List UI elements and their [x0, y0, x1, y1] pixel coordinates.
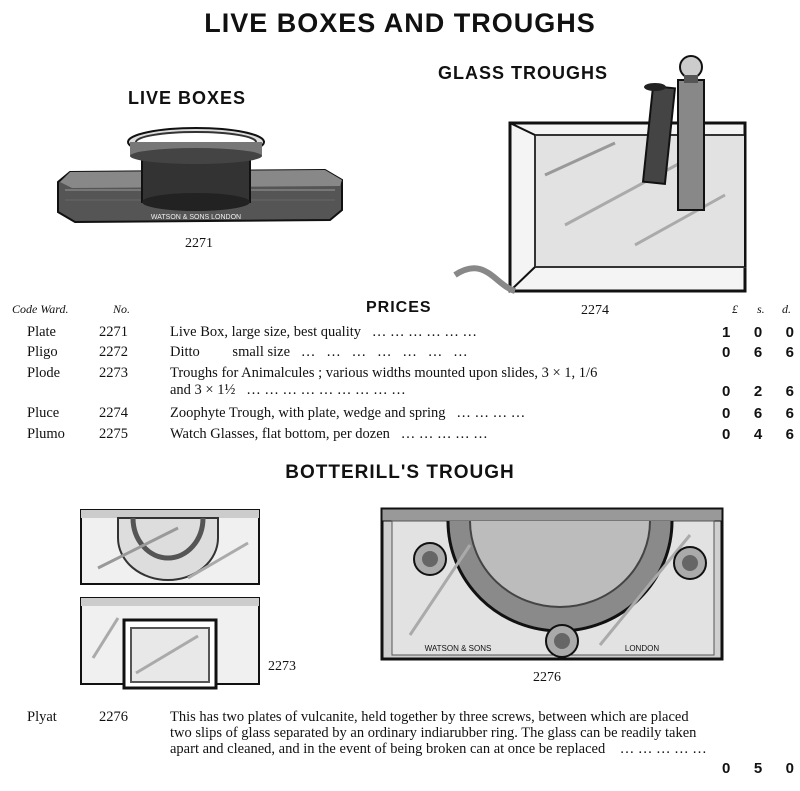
leader-dots: … … … … … …: [371, 324, 478, 340]
trough-slide-illustration: [80, 509, 260, 690]
item-description: Ditto small size … … … … … … …: [170, 344, 468, 360]
page-title: LIVE BOXES AND TROUGHS: [204, 8, 596, 38]
engraving-text: LONDON: [625, 644, 659, 653]
catalogue-number: 2274: [99, 405, 128, 421]
live-boxes-heading: LIVE BOXES: [128, 88, 247, 108]
engraving-text: WATSON & SONS LONDON: [151, 214, 241, 221]
leader-dots: … … … …: [456, 405, 526, 421]
column-header-shillings: s.: [757, 302, 765, 316]
item-description: Zoophyte Trough, with plate, wedge and s…: [170, 405, 526, 421]
glass-troughs-heading: GLASS TROUGHS: [438, 63, 609, 83]
leader-dots: … … … … … … …: [300, 344, 468, 360]
code-word: Plode: [27, 365, 61, 381]
code-word: Plyat: [27, 709, 57, 725]
figure-number-2274: 2274: [581, 303, 609, 318]
column-header-no: No.: [113, 302, 131, 316]
catalogue-number: 2272: [99, 344, 128, 360]
prices-heading: PRICES: [366, 299, 432, 316]
item-description: Troughs for Animalcules ; various widths…: [170, 365, 598, 381]
glass-trough-illustration: [453, 55, 747, 294]
figure-number-2271: 2271: [185, 236, 213, 251]
item-description: Watch Glasses, flat bottom, per dozen … …: [170, 426, 488, 442]
catalogue-number: 2271: [99, 324, 128, 340]
code-word: Pligo: [27, 344, 58, 360]
price-row: Plode 2273 Troughs for Animalcules ; var…: [0, 365, 800, 400]
item-description-continued: and 3 × 1½ … … … … … … … … …: [170, 382, 406, 398]
catalogue-number: 2276: [99, 709, 128, 725]
live-box-illustration: WATSON & SONS LONDON: [57, 127, 343, 224]
leader-dots: … … … … …: [619, 741, 707, 757]
column-header-pence: d.: [782, 302, 791, 316]
botterills-trough-heading: BOTTERILL'S TROUGH: [285, 462, 515, 483]
code-word: Plate: [27, 324, 56, 340]
column-header-pounds: £: [732, 302, 738, 316]
botterills-trough-illustration: WATSON & SONS LONDON: [380, 507, 724, 661]
catalogue-number: 2273: [99, 365, 128, 381]
figure-number-2276: 2276: [533, 670, 561, 685]
figure-number-2273: 2273: [268, 659, 296, 674]
catalogue-number: 2275: [99, 426, 128, 442]
code-word: Plumo: [27, 426, 65, 442]
leader-dots: … … … … … … … … …: [246, 382, 406, 398]
column-header-code: Code Ward.: [12, 302, 69, 316]
item-description: Live Box, large size, best quality … … ……: [170, 324, 478, 340]
item-description: This has two plates of vulcanite, held t…: [170, 709, 707, 757]
engraving-text: WATSON & SONS: [425, 644, 492, 653]
leader-dots: … … … … …: [400, 426, 488, 442]
code-word: Pluce: [27, 405, 60, 421]
